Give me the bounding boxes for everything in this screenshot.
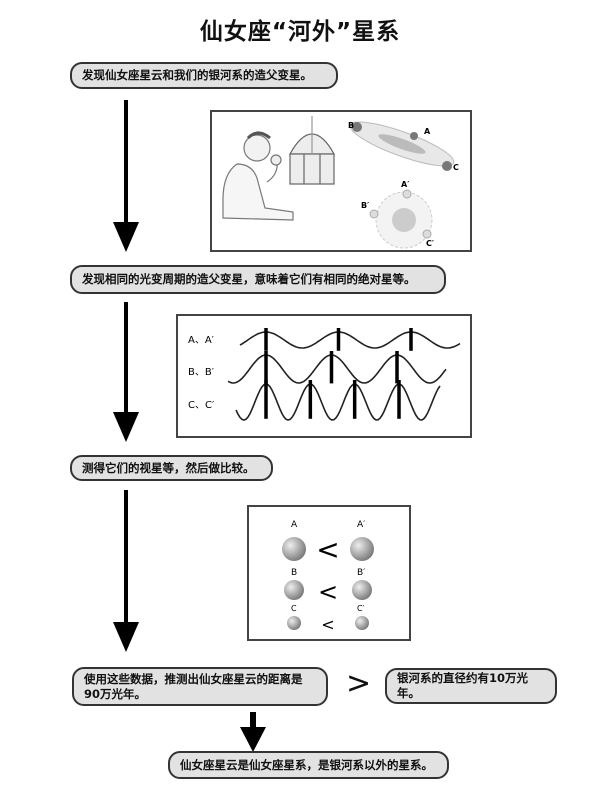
star-c: [287, 616, 301, 630]
step-1-box: 发现仙女座星云和我们的银河系的造父变星。: [70, 62, 338, 89]
star-b-prime: [352, 580, 372, 600]
star-label-c: C: [291, 604, 297, 613]
star-b: [284, 580, 304, 600]
page-title: 仙女座“河外”星系: [199, 19, 401, 45]
observation-illustration: B A C A′ B′ C′: [210, 110, 472, 252]
less-than-a: <: [316, 533, 339, 566]
star-a-prime: [350, 537, 374, 561]
galaxy-label-b: B: [348, 121, 354, 130]
down-arrow-2: [113, 302, 139, 442]
curve-label-a: A、A′: [188, 335, 215, 346]
galaxy-label-a-prime: A′: [401, 180, 409, 189]
milky-way-diameter-box: 银河系的直径约有10万光年。: [385, 668, 557, 704]
light-curve-1: [227, 354, 447, 384]
star-c-prime: [355, 616, 369, 630]
galaxy-label-a: A: [424, 127, 431, 136]
curve-label-c: C、C′: [188, 400, 215, 411]
milky-way-galaxy-icon: A′ B′ C′: [361, 180, 434, 249]
light-curve-0: [239, 331, 461, 349]
andromeda-galaxy-icon: B A C: [348, 121, 459, 172]
step-2-box: 发现相同的光变周期的造父变星，意味着它们有相同的绝对星等。: [70, 265, 446, 294]
light-curve-2: [235, 383, 441, 421]
greater-than-symbol: >: [346, 666, 372, 701]
star-label-a-prime: A′: [357, 520, 365, 530]
brightness-comparison-panel: A A′ < B B′ < C C′ <: [247, 505, 411, 641]
step-4-box: 使用这些数据，推测出仙女座星云的距离是90万光年。: [72, 667, 328, 706]
star-label-b: B: [291, 568, 297, 578]
down-arrow-4: [240, 712, 266, 752]
star-label-b-prime: B′: [357, 568, 365, 578]
astronomer-figure: [222, 131, 294, 221]
less-than-c: <: [321, 615, 334, 634]
curve-label-b: B、B′: [188, 367, 215, 378]
star-a: [282, 537, 306, 561]
star-label-c-prime: C′: [357, 604, 365, 613]
conclusion-box: 仙女座星云是仙女座星系，是银河系以外的星系。: [168, 751, 449, 779]
down-arrow-3: [113, 490, 139, 652]
light-curve-panel: A、A′ B、B′ C、C′: [176, 314, 472, 438]
galaxy-label-c-prime: C′: [426, 239, 434, 248]
star-label-a: A: [291, 520, 298, 530]
galaxy-label-b-prime: B′: [361, 201, 369, 210]
observatory-dome-icon: [288, 116, 336, 185]
less-than-b: <: [318, 578, 338, 606]
step-3-box: 测得它们的视星等，然后做比较。: [70, 455, 273, 481]
down-arrow-1: [113, 100, 139, 252]
galaxy-label-c: C: [453, 163, 459, 172]
